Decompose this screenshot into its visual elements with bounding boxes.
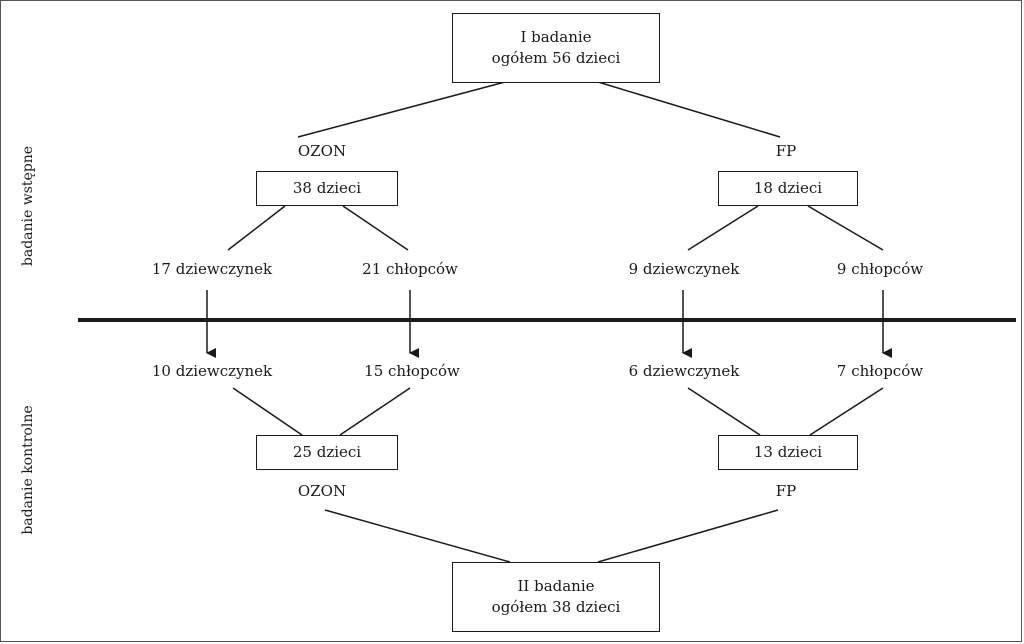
group-label-ozon-bottom: OZON: [297, 482, 347, 500]
ozon-initial-girls: 17 dziewczynek: [151, 260, 273, 278]
connector-ozon-control-boys: [339, 387, 411, 436]
ozon-control-girls: 10 dziewczynek: [151, 362, 273, 380]
connector-top-to-fp: [597, 81, 781, 138]
bottom-summary-box: II badanie ogółem 38 dzieci: [452, 562, 660, 632]
ozon-initial-total-box: 38 dzieci: [256, 171, 398, 206]
fp-control-girls: 6 dziewczynek: [628, 362, 740, 380]
fp-control-total: 13 dzieci: [753, 443, 823, 461]
ozon-control-total: 25 dzieci: [292, 443, 362, 461]
fp-control-total-box: 13 dzieci: [718, 435, 858, 470]
connector-ozon-to-bottom: [324, 509, 511, 563]
connector-ozon-girls: [227, 205, 286, 251]
fp-initial-total: 18 dzieci: [753, 179, 823, 197]
ozon-initial-total: 38 dzieci: [292, 179, 362, 197]
group-label-ozon: OZON: [297, 142, 347, 160]
connector-fp-control-girls: [687, 387, 761, 436]
fp-control-boys: 7 chłopców: [836, 362, 924, 380]
connector-fp-control-boys: [809, 387, 884, 436]
fp-initial-boys: 9 chłopców: [836, 260, 924, 278]
top-box-total: ogółem 56 dzieci: [491, 49, 621, 67]
ozon-control-total-box: 25 dzieci: [256, 435, 398, 470]
connector-top-to-ozon: [297, 81, 506, 138]
connector-ozon-boys: [342, 205, 409, 251]
group-label-fp-bottom: FP: [775, 482, 797, 500]
connector-fp-girls: [687, 205, 759, 251]
bottom-box-total: ogółem 38 dzieci: [491, 598, 621, 616]
phase-label-control: badanie kontrolne: [20, 405, 36, 535]
ozon-control-boys: 15 chłopców: [364, 362, 460, 380]
fp-initial-girls: 9 dziewczynek: [628, 260, 740, 278]
connector-ozon-control-girls: [232, 387, 303, 436]
connector-fp-boys: [807, 205, 884, 251]
top-summary-box: I badanie ogółem 56 dzieci: [452, 13, 660, 83]
ozon-initial-boys: 21 chłopców: [362, 260, 458, 278]
fp-initial-total-box: 18 dzieci: [718, 171, 858, 206]
top-box-title: I badanie: [520, 28, 592, 46]
bottom-box-title: II badanie: [517, 577, 595, 595]
phase-label-initial: badanie wstępne: [20, 145, 36, 267]
group-label-fp: FP: [775, 142, 797, 160]
connector-fp-to-bottom: [597, 509, 779, 563]
